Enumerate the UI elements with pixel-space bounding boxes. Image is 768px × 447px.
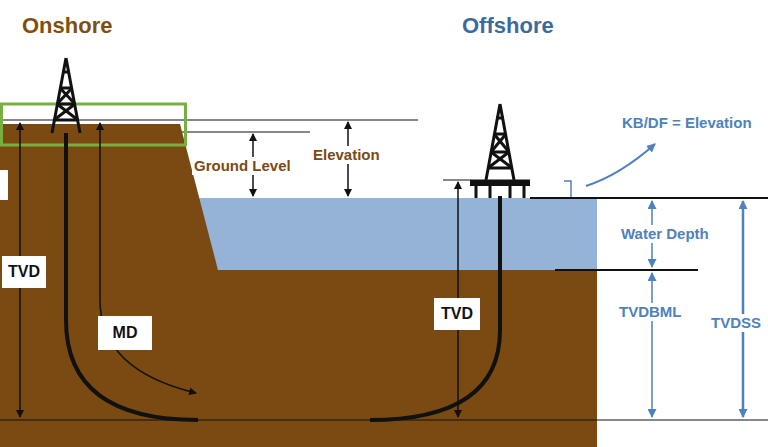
depth-tag-text: MD (113, 323, 138, 343)
depth-tag: TVD (434, 298, 480, 330)
tvdbml-arrow (651, 273, 653, 417)
dimension-label: TVDSS (709, 314, 763, 332)
region-title: Onshore (20, 12, 114, 40)
cut-box (0, 170, 8, 200)
sea-level-line (530, 197, 768, 199)
tvdss-arrow (742, 201, 745, 417)
dimension-label: TVDBML (617, 303, 684, 321)
kb-bracket (564, 181, 571, 197)
onshore-rig (52, 58, 80, 133)
kb-arrow (586, 144, 655, 186)
wellbore (370, 196, 500, 420)
md-arrow (100, 123, 196, 393)
sea-water (190, 198, 597, 270)
dimension-label: Elevation (311, 146, 382, 164)
wellbore (66, 133, 198, 420)
mudline (555, 269, 698, 271)
platform-deck (470, 180, 530, 186)
dimension-label: Ground Level (192, 157, 293, 175)
ground (0, 124, 597, 447)
depth-tag-text: TVD (8, 262, 40, 282)
region-title: Offshore (460, 12, 556, 40)
ground-line (182, 132, 310, 133)
depth-tag: TVD (2, 256, 46, 288)
depth-tag: MD (98, 316, 152, 350)
depth-tag-text: TVD (441, 304, 473, 324)
dimension-label: Water Depth (619, 225, 711, 243)
dimension-label: KB/DF = Elevation (620, 114, 754, 132)
highlight-box (2, 104, 186, 145)
